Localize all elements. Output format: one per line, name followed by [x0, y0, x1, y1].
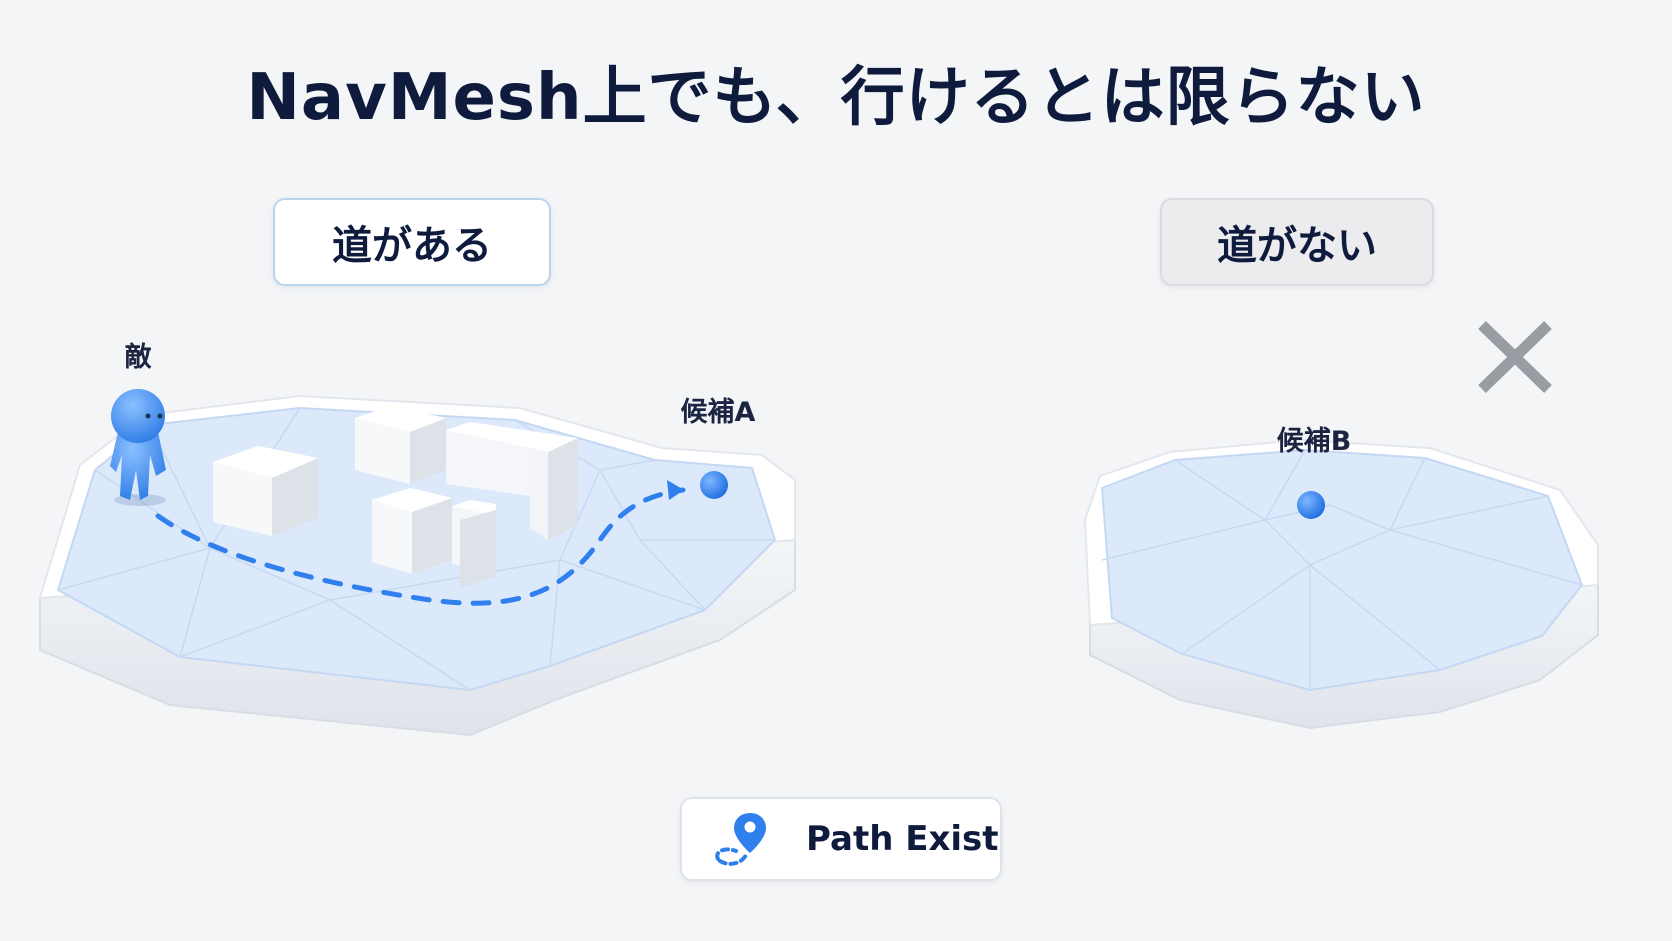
path-exists-label: 道がある	[273, 198, 551, 286]
path-exists-label-text: 道がある	[332, 223, 492, 269]
path-exist-badge: Path Exist	[680, 797, 1002, 881]
right-mesh-triangles	[1101, 449, 1583, 690]
candidate-b-marker	[1297, 491, 1325, 519]
candidate-a-marker	[700, 471, 728, 499]
path-arrow-head	[667, 480, 684, 500]
right-navmesh-platform: 候補B	[1083, 426, 1599, 730]
no-path-label-text: 道がない	[1217, 223, 1377, 269]
enemy-label: 敵	[125, 341, 153, 373]
left-navmesh-platform: 敵 候補A	[38, 341, 796, 737]
obstacle-block-front	[372, 488, 496, 588]
enemy-figure-icon	[110, 389, 166, 506]
candidate-b-label: 候補B	[1277, 426, 1352, 457]
candidate-a-label: 候補A	[681, 397, 756, 428]
close-x-icon	[1478, 321, 1552, 393]
map-pin-path-icon	[715, 813, 766, 866]
no-path-label: 道がない	[1160, 198, 1434, 286]
path-route	[155, 487, 686, 606]
page-title: NavMesh上でも、行けるとは限らない	[246, 61, 1426, 135]
path-exist-badge-text: Path Exist	[806, 819, 999, 859]
obstacle-block-left	[213, 446, 318, 536]
obstacle-block-back	[355, 406, 578, 540]
